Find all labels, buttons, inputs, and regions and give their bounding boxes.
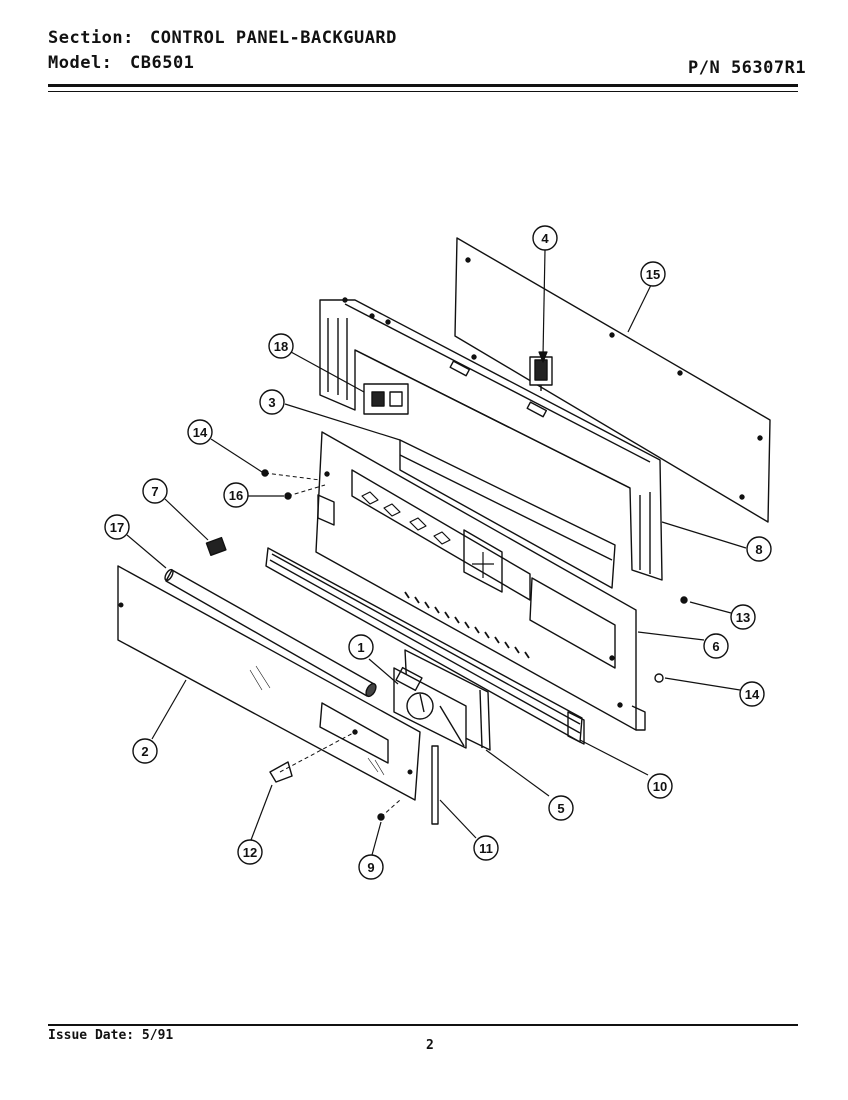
svg-text:4: 4 — [541, 231, 549, 246]
section-label: Section: — [48, 28, 134, 48]
svg-text:14: 14 — [745, 687, 760, 702]
callout-4: 4 — [532, 225, 558, 251]
header-rule-thick — [48, 84, 798, 87]
callout-1: 1 — [348, 634, 374, 660]
svg-text:18: 18 — [274, 339, 288, 354]
callout-12: 12 — [237, 839, 263, 865]
part-1-clock — [393, 666, 467, 749]
svg-text:11: 11 — [479, 841, 493, 856]
svg-text:17: 17 — [110, 520, 124, 535]
svg-text:1: 1 — [357, 640, 364, 655]
callout-7: 7 — [142, 478, 168, 504]
svg-text:6: 6 — [712, 639, 719, 654]
callout-11: 11 — [473, 835, 499, 861]
callout-14-upper: 14 — [187, 419, 213, 445]
callout-6: 6 — [703, 633, 729, 659]
section-value: CONTROL PANEL-BACKGUARD — [150, 28, 397, 48]
callout-17: 17 — [104, 514, 130, 540]
footer-rule — [48, 1024, 798, 1026]
svg-text:9: 9 — [367, 860, 374, 875]
part-10-trim-strip — [265, 547, 585, 745]
part-4-rocker-switch — [529, 356, 553, 391]
part-number: P/N 56307R1 — [688, 58, 807, 78]
part-13-screw — [680, 596, 688, 604]
svg-text:12: 12 — [243, 845, 257, 860]
callout-10: 10 — [647, 773, 673, 799]
callout-13: 13 — [730, 604, 756, 630]
part-18-terminal-block — [363, 383, 409, 415]
svg-text:15: 15 — [646, 267, 660, 282]
model-label: Model: — [48, 53, 113, 73]
header-rule-thin — [48, 91, 798, 92]
svg-text:2: 2 — [141, 744, 148, 759]
part-7-clip — [205, 536, 227, 557]
callout-5: 5 — [548, 795, 574, 821]
issue-date: Issue Date: 5/91 — [48, 1028, 174, 1043]
part-6-control-panel — [315, 431, 646, 731]
part-3-bracket — [399, 439, 616, 589]
callout-14-lower: 14 — [739, 681, 765, 707]
svg-text:13: 13 — [736, 610, 750, 625]
svg-text:14: 14 — [193, 425, 208, 440]
callout-15: 15 — [640, 261, 666, 287]
callout-18: 18 — [268, 333, 294, 359]
callout-2: 2 — [132, 738, 158, 764]
model-value: CB6501 — [130, 53, 195, 73]
callout-3: 3 — [259, 389, 285, 415]
svg-text:8: 8 — [755, 542, 762, 557]
svg-text:16: 16 — [229, 488, 243, 503]
part-2-front-panel — [117, 565, 421, 801]
svg-text:3: 3 — [268, 395, 275, 410]
svg-text:10: 10 — [653, 779, 667, 794]
part-17-tube — [164, 568, 377, 698]
callout-9: 9 — [358, 854, 384, 880]
part-15-rear-cover — [449, 237, 771, 523]
part-14-screw-lower — [654, 673, 664, 683]
svg-text:7: 7 — [151, 484, 158, 499]
callout-16: 16 — [223, 482, 249, 508]
callout-8: 8 — [746, 536, 772, 562]
part-8-backguard-housing — [319, 297, 663, 581]
svg-text:5: 5 — [557, 801, 564, 816]
page-number: 2 — [426, 1038, 434, 1053]
part-11-rod — [431, 745, 439, 825]
part-12-knob — [269, 761, 293, 783]
